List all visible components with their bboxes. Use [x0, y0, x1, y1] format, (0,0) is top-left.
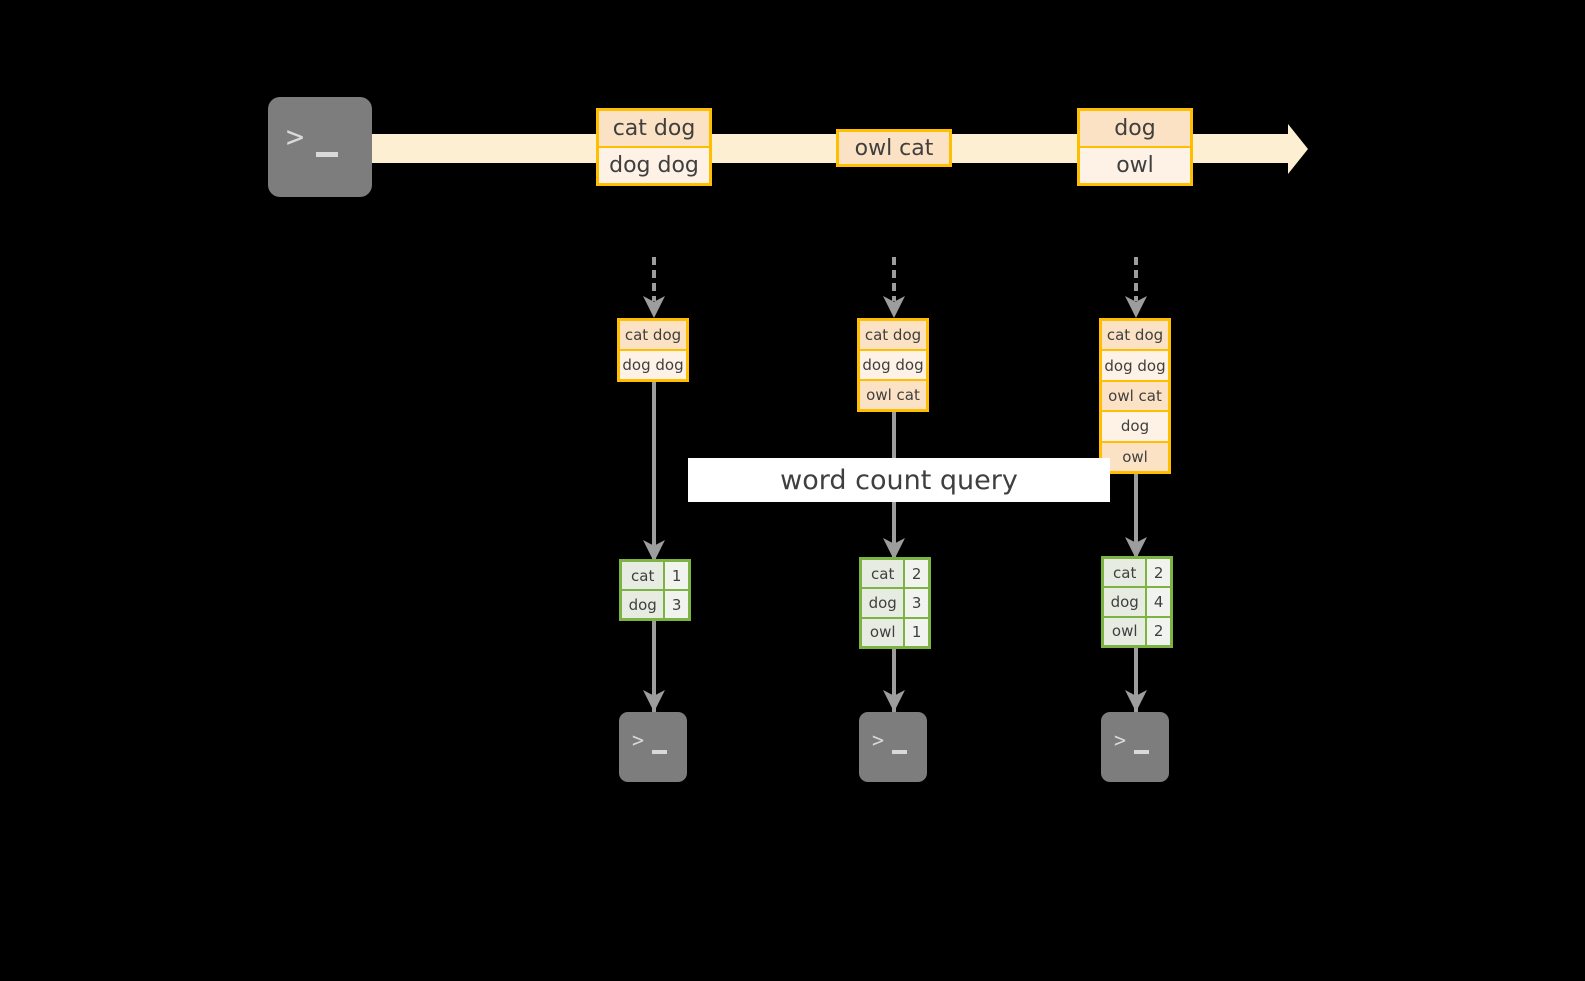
snapshot-1-query-arrow-line	[652, 382, 656, 572]
result-count: 3	[905, 589, 928, 617]
table-row: cat 1	[622, 562, 688, 591]
query-label: word count query	[688, 458, 1110, 502]
snapshot-3-input-line: owl cat	[1102, 381, 1168, 413]
snapshot-2-sink-arrow-line	[892, 649, 896, 713]
result-word: owl	[1104, 617, 1148, 645]
snapshot-3-capture-arrow-line	[1134, 257, 1138, 301]
terminal-caret-glyph	[1134, 750, 1149, 754]
stream-record-3: dog owl	[1077, 108, 1193, 186]
snapshot-3-query-arrow-line	[1134, 474, 1138, 570]
terminal-caret-glyph	[652, 750, 667, 754]
table-row: dog 3	[862, 589, 928, 619]
snapshot-3-input-line: dog dog	[1102, 351, 1168, 382]
result-word: cat	[1104, 559, 1148, 587]
terminal-screen: >	[268, 97, 372, 197]
snapshot-1-sink-terminal-icon[interactable]: >	[619, 712, 687, 782]
stream-record-line: owl cat	[839, 132, 949, 164]
stream-record-line: dog	[1080, 111, 1190, 148]
terminal-screen: >	[859, 712, 927, 782]
table-row: dog 4	[1104, 588, 1170, 618]
stream-record-1: cat dog dog dog	[596, 108, 712, 186]
terminal-prompt-glyph: >	[632, 728, 645, 752]
snapshot-2-input-line: owl cat	[860, 381, 926, 409]
stream-record-line: cat dog	[599, 111, 709, 148]
table-row: cat 2	[862, 560, 928, 590]
terminal-prompt-glyph: >	[872, 728, 885, 752]
result-count: 2	[1147, 617, 1170, 645]
snapshot-3-result-table: cat 2 dog 4 owl 2	[1101, 556, 1173, 648]
result-count: 4	[1147, 588, 1170, 616]
snapshot-1-input-line: dog dog	[620, 351, 686, 379]
terminal-caret-glyph	[316, 152, 338, 157]
snapshot-1-capture-arrow-line	[652, 257, 656, 301]
snapshot-3-sink-arrow-line	[1134, 648, 1138, 713]
snapshot-2-input-line: cat dog	[860, 321, 926, 351]
snapshot-1-input-line: cat dog	[620, 321, 686, 351]
snapshot-3-sink-terminal-icon[interactable]: >	[1101, 712, 1169, 782]
table-row: owl 2	[1104, 617, 1170, 645]
result-count: 2	[1147, 559, 1170, 587]
result-word: cat	[622, 562, 666, 589]
result-count: 2	[905, 560, 928, 588]
stream-arrow-head-icon	[1288, 124, 1308, 174]
terminal-screen: >	[1101, 712, 1169, 782]
stream-record-line: dog dog	[599, 148, 709, 183]
table-row: owl 1	[862, 618, 928, 646]
terminal-screen: >	[619, 712, 687, 782]
result-count: 3	[665, 591, 688, 618]
snapshot-3-input-line: owl	[1102, 442, 1168, 472]
table-row: dog 3	[622, 591, 688, 618]
result-word: dog	[622, 591, 666, 618]
result-word: owl	[862, 618, 906, 646]
stream-record-2: owl cat	[836, 129, 952, 167]
terminal-caret-glyph	[892, 750, 907, 754]
terminal-prompt-glyph: >	[1114, 728, 1127, 752]
snapshot-2-input-line: dog dog	[860, 351, 926, 381]
result-count: 1	[905, 618, 928, 646]
source-terminal-icon[interactable]: >	[268, 97, 372, 197]
snapshot-3-input-line: dog	[1102, 412, 1168, 443]
snapshot-2-input-box: cat dog dog dog owl cat	[857, 318, 929, 412]
snapshot-1-result-table: cat 1 dog 3	[619, 559, 691, 621]
snapshot-2-sink-terminal-icon[interactable]: >	[859, 712, 927, 782]
snapshot-1-input-box: cat dog dog dog	[617, 318, 689, 382]
result-count: 1	[665, 562, 688, 589]
snapshot-3-input-line: cat dog	[1102, 321, 1168, 352]
snapshot-2-capture-arrow-line	[892, 257, 896, 301]
snapshot-1-sink-arrow-line	[652, 621, 656, 713]
snapshot-2-result-table: cat 2 dog 3 owl 1	[859, 557, 931, 649]
snapshot-3-input-box: cat dog dog dog owl cat dog owl	[1099, 318, 1171, 474]
result-word: cat	[862, 560, 906, 588]
terminal-prompt-glyph: >	[286, 120, 305, 155]
result-word: dog	[862, 589, 906, 617]
stream-record-line: owl	[1080, 148, 1190, 183]
result-word: dog	[1104, 588, 1148, 616]
table-row: cat 2	[1104, 559, 1170, 589]
